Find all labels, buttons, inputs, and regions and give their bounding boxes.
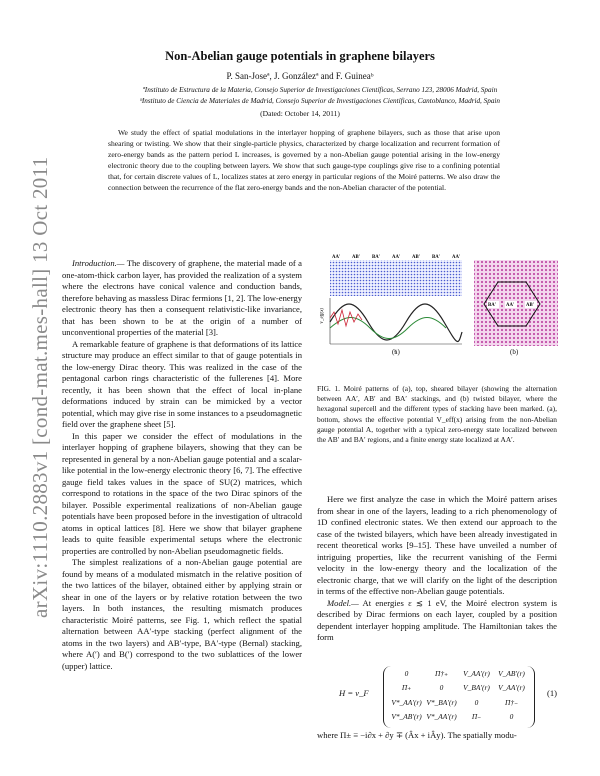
matrix-cell: Π₋: [471, 712, 482, 722]
hex-label-background: [505, 301, 517, 308]
matrix-cell: Π₊: [401, 683, 412, 693]
paragraph-lead: Model.—: [327, 597, 359, 608]
panel-a-label: (a): [392, 348, 400, 356]
affiliation-b: ᵇInstituto de Ciencia de Materiales de M…: [139, 97, 501, 105]
y-axis-label: V_eff(x): [320, 308, 325, 324]
stacking-label: AA′: [332, 255, 341, 260]
matrix-row: V*_AA′(r) V*_BA′(r) 0 Π†₋: [384, 695, 534, 710]
right-column: Here we first analyze the case in which …: [317, 494, 557, 644]
hamiltonian-equation: H = v_F 0 Π†₊ V_AA′(r) V_AB′(r) Π₊ 0 V_B…: [317, 666, 577, 728]
matrix-cell: 0: [404, 668, 409, 678]
arxiv-identifier: arXiv:1110.2883v1 [cond-mat.mes-hall] 13…: [28, 156, 52, 618]
hamiltonian-matrix: 0 Π†₊ V_AA′(r) V_AB′(r) Π₊ 0 V_BA′(r) V_…: [383, 666, 535, 728]
hex-label-background: [487, 301, 499, 308]
paragraph: A remarkable feature of graphene is that…: [62, 339, 302, 431]
matrix-cell: V*_AB′(r): [391, 712, 422, 722]
stacking-label: AB′: [352, 255, 361, 260]
matrix-row: 0 Π†₊ V_AA′(r) V_AB′(r): [384, 666, 534, 681]
matrix-cell: V*_AA′(r): [391, 697, 422, 707]
matrix-row: V*_AB′(r) V*_AA′(r) Π₋ 0: [384, 710, 534, 725]
stacking-label: AA′: [452, 255, 461, 260]
affiliation-a: ªInstituto de Estructura de la Materia, …: [142, 86, 498, 94]
paragraph-text: Here we first analyze the case in which …: [317, 494, 557, 596]
figure-graphic: AA′ AB′ BA′ AA′ AB′ BA′ AA′ V_eff(x) x BA′ AA′ A…: [320, 255, 558, 354]
stacking-label: BA′: [372, 255, 381, 260]
matrix-cell: V_BA′(r): [463, 683, 490, 693]
matrix-cell: Π†₊: [435, 668, 448, 678]
matrix-cell: 0: [439, 683, 444, 693]
zero-energy-state: [329, 317, 447, 339]
matrix-cell: 0: [474, 697, 479, 707]
paragraph-lead: Introduction.—: [72, 258, 125, 268]
paragraph-text: The discovery of graphene, the material …: [62, 258, 302, 337]
matrix-cell: V_AB′(r): [498, 668, 525, 678]
matrix-cell: V*_AA′(r): [426, 712, 457, 722]
hex-label-background: [525, 301, 537, 308]
paragraph-text: The simplest realizations of a non-Abeli…: [62, 557, 302, 671]
hex-stacking-label: AB′: [526, 303, 535, 308]
equation-number: (1): [547, 688, 558, 698]
matrix-cell: Π†₋: [505, 697, 518, 707]
matrix-cell: V_AA′(r): [463, 668, 490, 678]
stacking-label: AB′: [412, 255, 421, 260]
left-column: Introduction.— The discovery of graphene…: [62, 258, 302, 672]
matrix-cell: 0: [509, 712, 514, 722]
paragraph-text: A remarkable feature of graphene is that…: [62, 338, 302, 430]
hex-stacking-label: AA′: [506, 303, 515, 308]
paragraph-after-equation: where Π± ≡ −i∂x + ∂y ∓ (Âx + iÂy). The s…: [317, 730, 517, 740]
figure-1: AA′ AB′ BA′ AA′ AB′ BA′ AA′ V_eff(x) x BA′ AA′ A…: [320, 252, 560, 358]
x-axis-label: x: [393, 349, 397, 354]
matrix-cell: V*_BA′(r): [426, 697, 457, 707]
potential-curve: [329, 303, 463, 342]
moire-strip: [330, 260, 462, 296]
paragraph: Here we first analyze the case in which …: [317, 494, 557, 598]
hex-stacking-label: BA′: [488, 303, 497, 308]
paper-title: Non-Abelian gauge potentials in graphene…: [165, 49, 435, 63]
matrix-row: Π₊ 0 V_BA′(r) V_AA′(r): [384, 681, 534, 696]
author-list: P. San-Joseª, J. Gonzálezª and F. Guinea…: [226, 71, 374, 81]
stacking-label: BA′: [432, 255, 441, 260]
paragraph-intro: Introduction.— The discovery of graphene…: [62, 258, 302, 339]
matrix-cell: V_AA′(r): [498, 683, 525, 693]
paragraph: The simplest realizations of a non-Abeli…: [62, 557, 302, 672]
equation-lhs: H = v_F: [339, 688, 369, 698]
arxiv-stamp: arXiv:1110.2883v1 [cond-mat.mes-hall] 13…: [10, 148, 52, 618]
paragraph: In this paper we consider the effect of …: [62, 431, 302, 558]
paragraph-text: In this paper we consider the effect of …: [62, 430, 302, 556]
hexagonal-supercell: [483, 281, 541, 327]
panel-b-label: (b): [510, 348, 519, 356]
finite-energy-state: [329, 308, 363, 328]
dated-line: (Dated: October 14, 2011): [260, 109, 340, 118]
paragraph-text: At energies ε ≲ 1 eV, the Moiré electron…: [317, 597, 557, 643]
paragraph-model: Model.— At energies ε ≲ 1 eV, the Moiré …: [317, 598, 557, 644]
figure-caption: FIG. 1. Moiré patterns of (a), top, shea…: [317, 384, 557, 445]
abstract: We study the effect of spatial modulatio…: [108, 128, 500, 192]
stacking-label: AA′: [392, 255, 401, 260]
